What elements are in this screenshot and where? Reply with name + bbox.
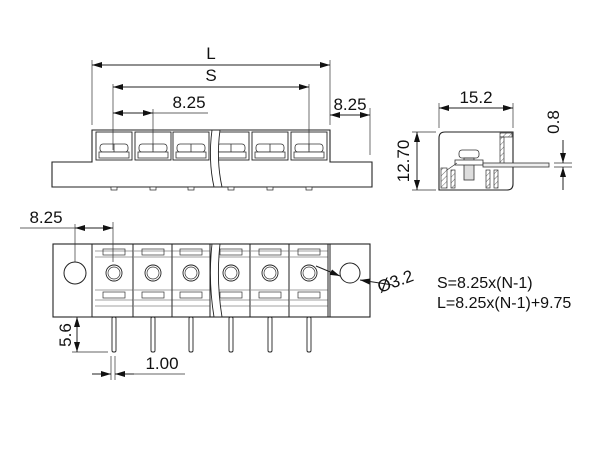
dim-label-hole-offset: 8.25 [29, 208, 62, 227]
terminal-module-front [95, 244, 134, 317]
terminal-module-top [95, 131, 133, 191]
dim-label-width: 15.2 [459, 88, 492, 107]
break-line [209, 129, 223, 188]
screw-icon [144, 264, 162, 282]
screw-icon [105, 264, 123, 282]
dim-label-end: 8.25 [333, 95, 366, 114]
formula-span: S=8.25x(N-1) [437, 275, 533, 292]
dim-label-l: L [206, 44, 215, 63]
terminal-module-front [251, 244, 290, 317]
dim-label-height: 12.70 [394, 140, 413, 183]
top-view: L S 8.25 8.25 [51, 44, 373, 191]
screw-icon [261, 264, 279, 282]
terminal-module-front [134, 244, 173, 317]
pin [150, 316, 156, 353]
terminal-module-front [172, 244, 211, 317]
terminal-module-top [172, 131, 210, 191]
dim-label-pitch: 8.25 [172, 93, 205, 112]
screw-icon [222, 264, 240, 282]
dim-label-s: S [205, 66, 216, 85]
screw-shank [463, 157, 475, 181]
screw-icon [300, 264, 318, 282]
terminal-module-top [251, 131, 289, 191]
dim-label-pin-length: 5.6 [56, 323, 75, 347]
side-view: 15.2 12.70 0.8 [394, 88, 572, 191]
pin [228, 316, 234, 353]
screw-icon [182, 264, 200, 282]
pin [188, 316, 194, 353]
pin [267, 316, 273, 353]
formula-length: L=8.25x(N-1)+9.75 [437, 295, 571, 312]
dim-label-hole-diameter: Ø3.2 [375, 266, 416, 296]
pin [306, 316, 312, 353]
pin [111, 316, 117, 353]
terminal-module-front [290, 244, 329, 317]
front-view: 8.25 5.6 1.00 Ø3.2 [20, 208, 416, 380]
mounting-hole-right [339, 262, 361, 284]
terminal-module-front [212, 244, 251, 317]
screw-head [458, 149, 480, 159]
dim-label-thickness: 0.8 [544, 110, 563, 134]
wire [482, 162, 550, 168]
dim-label-pin-width: 1.00 [145, 354, 178, 373]
